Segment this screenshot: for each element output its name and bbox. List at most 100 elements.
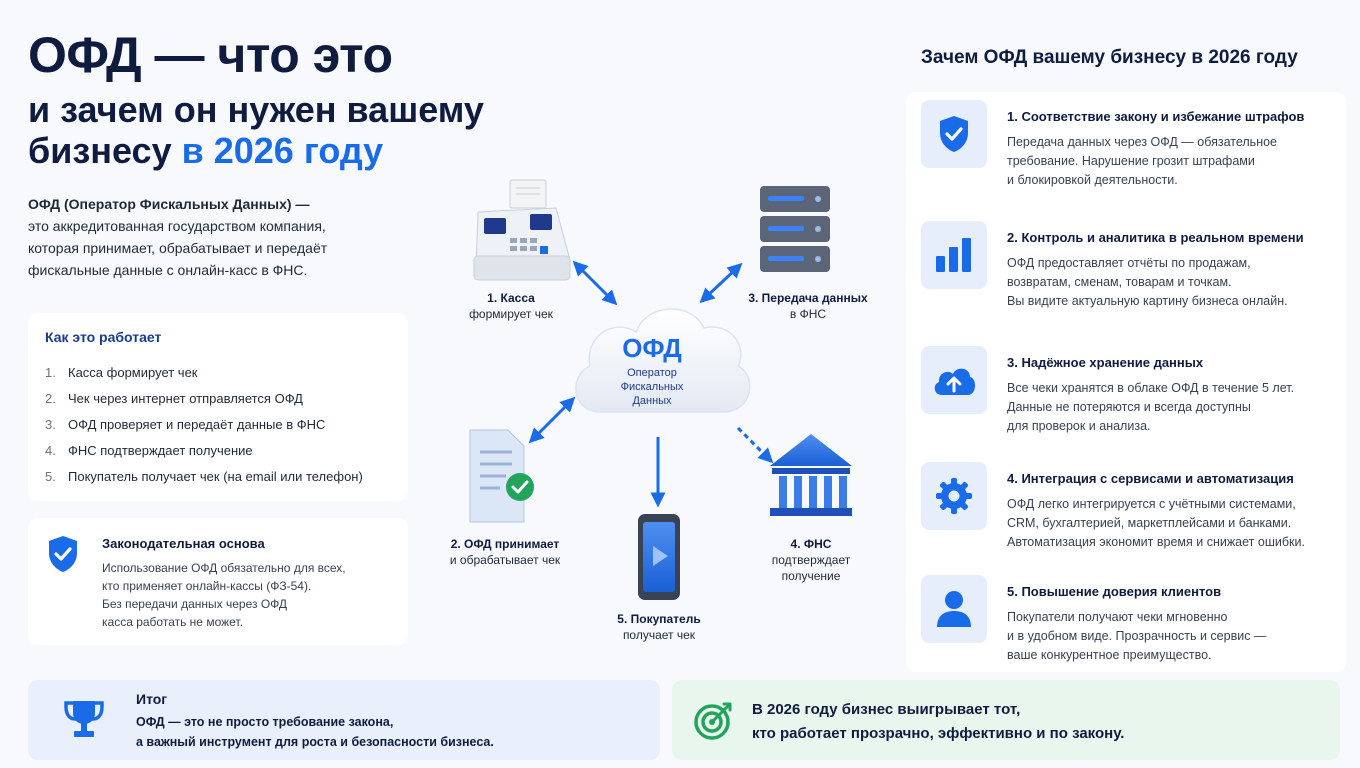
list-item: 1. Касса формирует чек — [45, 359, 391, 385]
law-title: Законодательная основа — [102, 536, 265, 551]
why-text: ОФД предоставляет отчёты по продажам, во… — [1007, 254, 1347, 311]
node-label-ofd-accepts: 2. ОФД принимает и обрабатывает чек — [430, 536, 580, 568]
why-heading: 3. Надёжное хранение данных — [1007, 355, 1204, 370]
shield-check-icon — [940, 116, 968, 152]
how-it-works-list: 1. Касса формирует чек 2.Чек через интерн… — [45, 359, 391, 489]
goal-text: В 2026 году бизнес выигрывает тот, кто р… — [752, 698, 1124, 746]
goal-line-2: кто работает прозрачно, эффективно и по … — [752, 725, 1125, 742]
why-line: Передача данных через ОФД — обязательное — [1007, 135, 1278, 149]
cash-register-icon — [473, 179, 571, 281]
node-title: 2. ОФД принимает — [450, 537, 560, 551]
why-line: и в удобном виде. Прозрачность и сервис … — [1007, 629, 1267, 643]
why-line: ОФД предоставляет отчёты по продажам, — [1007, 256, 1251, 270]
arrow-ofd-document — [528, 396, 576, 444]
step-text: ФНС подтверждает получение — [68, 442, 253, 458]
gear-icon — [936, 478, 972, 514]
why-line: ОФД легко интегрируется с учётными систе… — [1007, 497, 1296, 511]
shield-check-icon — [49, 536, 77, 572]
intro-line-4: фискальные данные с онлайн-касс в ФНС. — [28, 262, 308, 278]
why-line: для проверок и анализа. — [1007, 419, 1151, 433]
list-item: 5. Покупатель получает чек (на email или … — [45, 463, 391, 489]
why-line: Все чеки хранятся в облаке ОФД в течение… — [1007, 381, 1295, 395]
how-it-works-card: Как это работает 1.Касса формирует чек 2… — [28, 313, 408, 501]
why-heading: 4. Интеграция с сервисами и автоматизаци… — [1007, 471, 1294, 486]
page-title-line-2: и зачем он нужен вашему — [28, 89, 484, 130]
step-text: Покупатель получает чек (на email или те… — [68, 468, 363, 484]
page-title-line-1: ОФД — что это — [28, 27, 393, 83]
cloud-sub-1: Оператор — [627, 367, 677, 379]
node-label-transfer: 3. Передача данных в ФНС — [733, 290, 883, 322]
node-title: 3. Передача данных — [748, 291, 868, 305]
node-sub: в ФНС — [789, 307, 827, 321]
ofd-cloud-icon — [575, 308, 751, 413]
page-title-line-3: бизнесу в 2026 году — [28, 131, 383, 171]
law-card: Законодательная основа Использование ОФД… — [28, 518, 408, 645]
node-sub: подтверждает — [771, 553, 851, 567]
summary-line-2: а важный инструмент для роста и безопасн… — [136, 735, 494, 749]
why-heading: 5. Повышение доверия клиентов — [1007, 584, 1222, 599]
why-line: требование. Нарушение грозит штрафами — [1007, 154, 1255, 168]
law-line-1: Использование ОФД обязательно для всех, — [102, 561, 346, 575]
step-number: 1. — [45, 364, 56, 380]
trophy-icon — [64, 701, 104, 737]
bank-building-icon — [770, 434, 852, 516]
step-text: Касса формирует чек — [68, 364, 198, 380]
step-number: 2. — [45, 390, 56, 406]
node-label-customer: 5. Покупатель получает чек — [594, 611, 724, 643]
list-item: 4. ФНС подтверждает получение — [45, 437, 391, 463]
intro-text: ОФД (Оператор Фискальных Данных) — это а… — [28, 193, 388, 281]
why-icon-box — [921, 462, 987, 530]
document-check-icon — [469, 429, 534, 523]
node-sub: и обрабатывает чек — [449, 553, 561, 567]
why-icon-box — [921, 221, 987, 289]
why-line: ваше конкурентное преимущество. — [1007, 648, 1212, 662]
node-label-fns: 4. ФНС подтверждает получение — [746, 536, 876, 584]
why-text: ОФД легко интегрируется с учётными систе… — [1007, 495, 1347, 552]
user-icon — [937, 591, 971, 627]
cloud-upload-icon — [934, 368, 976, 395]
goal-card: В 2026 году бизнес выигрывает тот, кто р… — [672, 680, 1340, 760]
summary-text: ОФД — это не просто требование закона, а… — [136, 712, 494, 752]
why-line: Вы видите актуальную картину бизнеса онл… — [1007, 294, 1288, 308]
why-heading: 2. Контроль и аналитика в реальном време… — [1007, 230, 1304, 245]
why-line: Покупатели получают чеки мгновенно — [1007, 610, 1228, 624]
law-text: Использование ОФД обязательно для всех, … — [102, 559, 392, 631]
why-text: Передача данных через ОФД — обязательное… — [1007, 133, 1347, 190]
node-label-kassa: 1. Касса формирует чек — [441, 290, 581, 322]
why-line: возвратам, сменам, товарам и точкам. — [1007, 275, 1232, 289]
cloud-sub-2: Фискальных — [620, 381, 684, 393]
node-title: 5. Покупатель — [617, 612, 701, 626]
summary-title: Итог — [136, 691, 168, 707]
law-line-4: касса работать не может. — [102, 615, 243, 629]
why-icon-box — [921, 100, 987, 168]
law-line-3: Без передачи данных через ОФД — [102, 597, 287, 611]
law-line-2: кто применяет онлайн-кассы (ФЗ-54). — [102, 579, 312, 593]
cloud-title: ОФД — [622, 333, 682, 363]
node-sub: получает чек — [622, 628, 696, 642]
why-line: и блокировкой деятельности. — [1007, 173, 1178, 187]
arrow-ofd-fns — [736, 426, 774, 464]
step-number: 4. — [45, 442, 56, 458]
why-heading: 1. Соответствие закону и избежание штраф… — [1007, 109, 1305, 124]
target-icon — [694, 702, 732, 740]
why-icon-box — [921, 346, 987, 414]
step-number: 3. — [45, 416, 56, 432]
cloud-sub-3: Данных — [632, 395, 672, 407]
ofd-flow-diagram — [469, 179, 852, 600]
goal-line-1: В 2026 году бизнес выигрывает тот, — [752, 701, 1021, 718]
summary-card: Итог ОФД — это не просто требование зако… — [28, 680, 660, 760]
why-line: CRM, бухгалтерией, маркетплейсами и банк… — [1007, 516, 1292, 530]
step-number: 5. — [45, 468, 56, 484]
smartphone-icon — [638, 514, 680, 600]
bar-chart-icon — [936, 238, 971, 272]
list-item: 3.ОФД проверяет и передаёт данные в ФНС — [45, 411, 391, 437]
title-plain: бизнесу — [28, 130, 182, 171]
why-line: Данные не потеряются и всегда доступны — [1007, 400, 1251, 414]
list-item: 2.Чек через интернет отправляется ОФД — [45, 385, 391, 411]
intro-line-2: это аккредитованная государством компани… — [28, 218, 326, 234]
summary-line-1: ОФД — это не просто требование закона, — [136, 715, 394, 729]
arrow-ofd-server — [699, 262, 743, 304]
arrow-kassa-ofd — [572, 260, 618, 306]
server-icon — [760, 186, 830, 272]
why-text: Все чеки хранятся в облаке ОФД в течение… — [1007, 379, 1347, 436]
